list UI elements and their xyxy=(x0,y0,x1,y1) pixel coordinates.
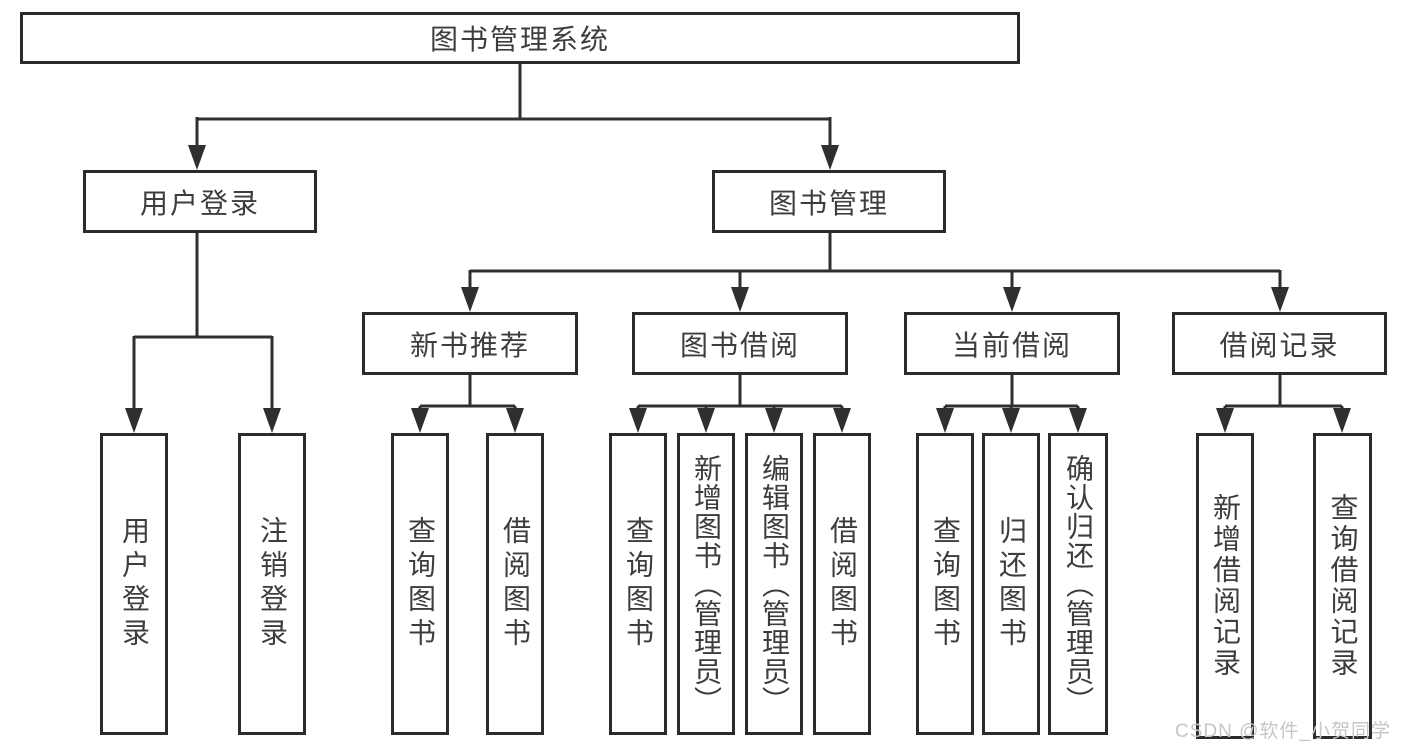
node-borrowing-records-label: 借阅记录 xyxy=(1219,329,1340,361)
leaf-user-login-label: 用户登录 xyxy=(119,516,150,652)
node-current-borrowing: 当前借阅 xyxy=(904,312,1120,375)
connector-current-borrowing xyxy=(936,375,1087,433)
node-new-book-recommendation-label: 新书推荐 xyxy=(409,329,530,361)
leaf-edit-book-admin: 编辑图书（管理员） xyxy=(745,433,803,735)
connector-new-book-recommendation xyxy=(411,375,524,433)
node-borrowing-records: 借阅记录 xyxy=(1172,312,1387,375)
connector-book-borrowing xyxy=(629,375,851,433)
node-book-management-label: 图书管理 xyxy=(768,187,889,219)
node-new-book-recommendation: 新书推荐 xyxy=(362,312,578,375)
leaf-borrow-books-recommend: 借阅图书 xyxy=(486,433,544,735)
leaf-add-borrow-record-label: 新增借阅记录 xyxy=(1210,493,1241,679)
leaf-query-books-current-label: 查询图书 xyxy=(930,516,961,652)
leaf-logout-label: 注销登录 xyxy=(257,516,288,652)
connector-book-management xyxy=(461,233,1289,312)
connector-user-login xyxy=(125,233,281,433)
leaf-query-books-borrowing-label: 查询图书 xyxy=(623,516,654,652)
leaf-query-books-current: 查询图书 xyxy=(916,433,974,735)
leaf-add-book-admin: 新增图书（管理员） xyxy=(677,433,735,735)
leaf-logout: 注销登录 xyxy=(238,433,306,735)
leaf-query-books-borrowing: 查询图书 xyxy=(609,433,667,735)
leaf-add-book-admin-label: 新增图书（管理员） xyxy=(691,453,722,715)
connector-borrowing-records xyxy=(1216,375,1351,433)
leaf-borrow-books-recommend-label: 借阅图书 xyxy=(500,516,531,652)
node-library-management-system: 图书管理系统 xyxy=(20,12,1020,64)
leaf-confirm-return-admin: 确认归还（管理员） xyxy=(1048,433,1108,735)
node-current-borrowing-label: 当前借阅 xyxy=(951,329,1072,361)
leaf-query-books-recommend: 查询图书 xyxy=(391,433,449,735)
leaf-edit-book-admin-label: 编辑图书（管理员） xyxy=(759,453,790,715)
leaf-query-books-recommend-label: 查询图书 xyxy=(405,516,436,652)
leaf-borrow-books-borrowing: 借阅图书 xyxy=(813,433,871,735)
node-book-borrowing: 图书借阅 xyxy=(632,312,848,375)
leaf-return-books-label: 归还图书 xyxy=(996,516,1027,652)
watermark: CSDN @软件_小贺同学 xyxy=(1175,721,1391,742)
leaf-query-borrow-record-label: 查询借阅记录 xyxy=(1327,493,1359,679)
connector-root xyxy=(188,62,839,170)
leaf-confirm-return-admin-label: 确认归还（管理员） xyxy=(1063,453,1094,715)
leaf-return-books: 归还图书 xyxy=(982,433,1040,735)
leaf-add-borrow-record: 新增借阅记录 xyxy=(1196,433,1254,739)
node-user-login: 用户登录 xyxy=(83,170,317,233)
leaf-user-login: 用户登录 xyxy=(100,433,168,735)
node-library-management-system-label: 图书管理系统 xyxy=(429,24,610,55)
leaf-query-borrow-record: 查询借阅记录 xyxy=(1313,433,1372,739)
node-book-borrowing-label: 图书借阅 xyxy=(679,329,800,361)
leaf-borrow-books-borrowing-label: 借阅图书 xyxy=(827,516,858,652)
node-user-login-label: 用户登录 xyxy=(139,187,260,219)
node-book-management: 图书管理 xyxy=(712,170,946,233)
